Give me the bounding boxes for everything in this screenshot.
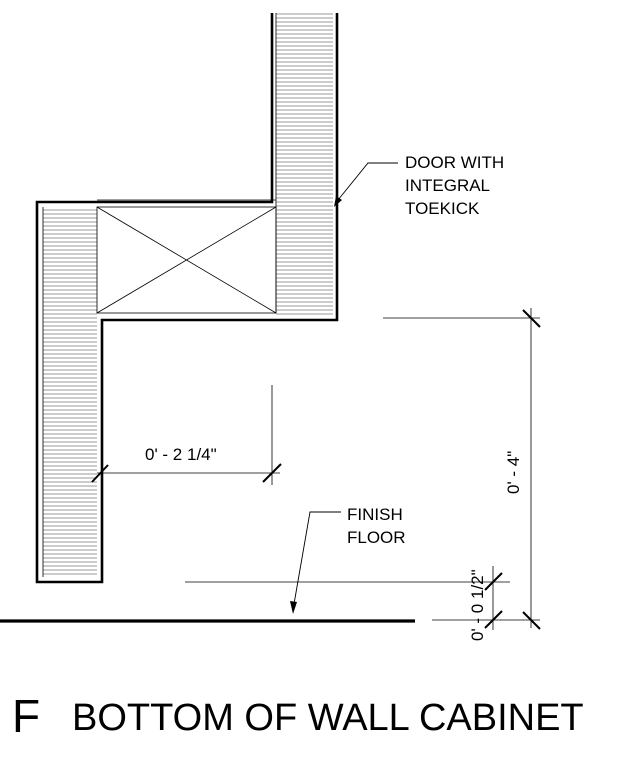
dimension-horizontal (91, 385, 282, 485)
door-note-line-1: DOOR WITH (405, 153, 504, 172)
door-note-line-3: TOEKICK (405, 199, 480, 218)
dimension-vertical-small-text: 0' - 0 1/2" (468, 569, 487, 641)
door-note-line-2: INTEGRAL (405, 176, 490, 195)
door-panel-hatch (276, 13, 333, 315)
floor-note-line-1: FINISH (347, 505, 403, 524)
door-leader (334, 162, 398, 207)
dimension-horizontal-text: 0' - 2 1/4" (145, 445, 217, 464)
dimension-vertical-total-text: 0' - 4" (504, 451, 523, 494)
floor-note-line-2: FLOOR (347, 528, 406, 547)
cabinet-profile-outline (35, 13, 339, 584)
detail-tag: F (12, 690, 40, 742)
detail-title: BOTTOM OF WALL CABINET (72, 697, 584, 739)
cabinet-side-hatch (43, 207, 97, 577)
floor-leader (290, 511, 341, 614)
blocking-crossed (96, 206, 277, 314)
dimension-vertical-small (185, 566, 540, 630)
inner-outline-top (97, 13, 277, 201)
dimension-vertical-total (383, 308, 541, 630)
